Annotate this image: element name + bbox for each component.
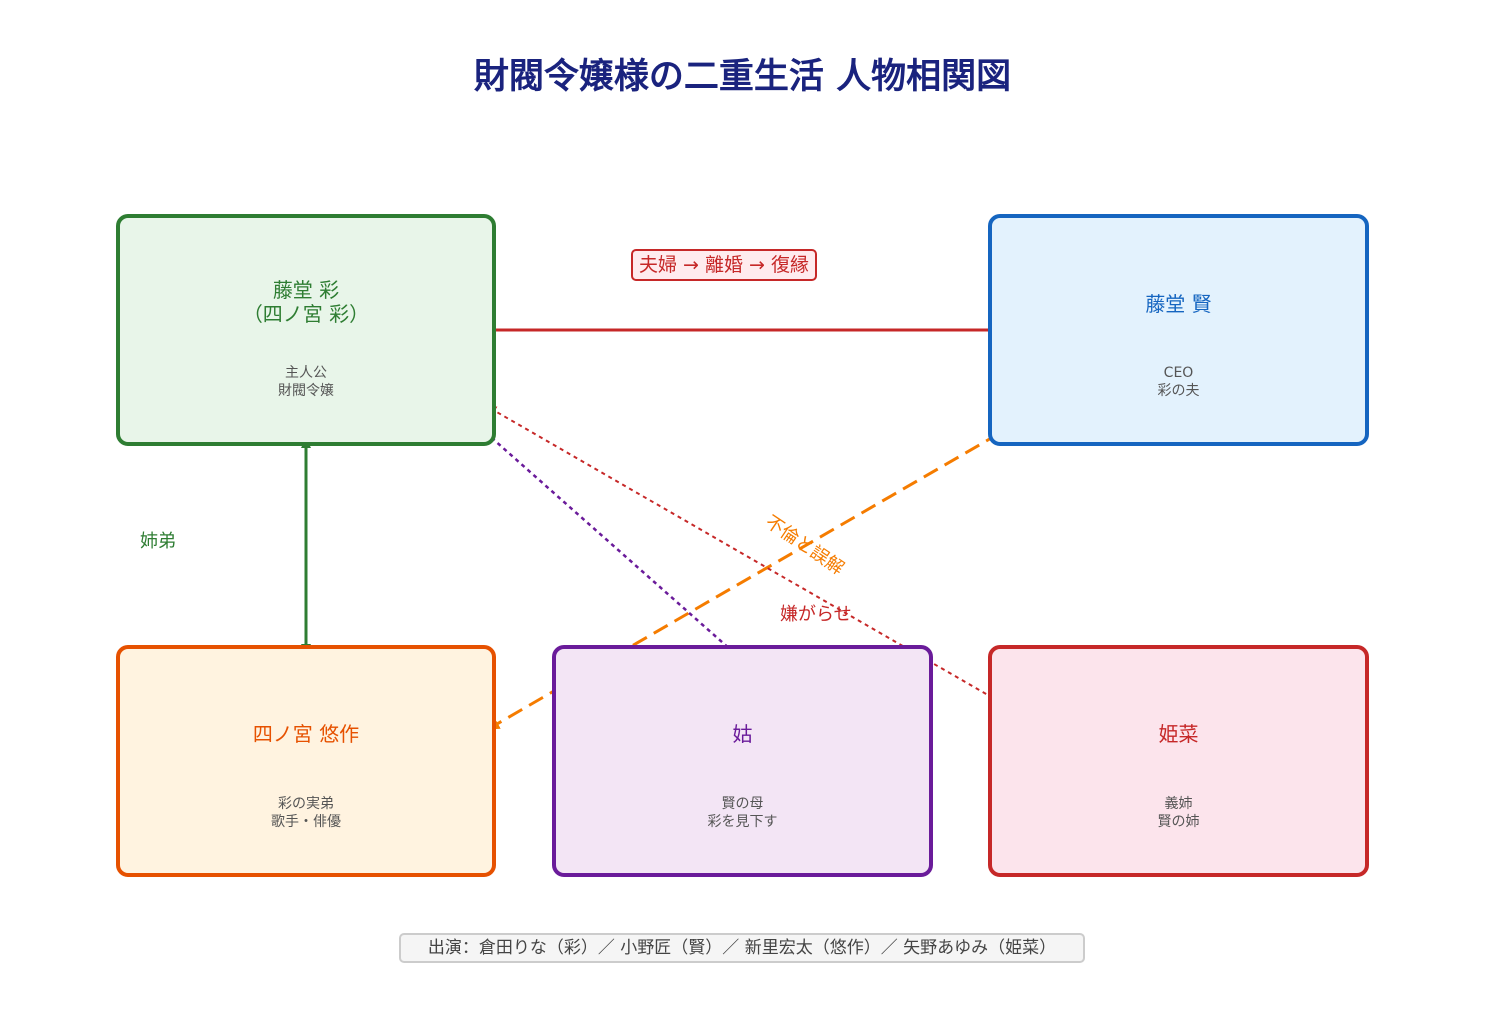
node-mother-in-law-name: 姑 [732, 722, 753, 746]
diagram-title: 財閥令嬢様の二重生活 人物相関図 [473, 57, 1012, 97]
node-aya-name: 藤堂 彩 （四ノ宮 彩） [242, 278, 370, 326]
node-mother-in-law-desc: 賢の母 彩を見下す [707, 796, 778, 830]
edge-mother-in-law [456, 406, 741, 659]
node-yusaku-desc: 彩の実弟 歌手・俳優 [271, 796, 341, 830]
node-ken-name: 藤堂 賢 [1145, 292, 1212, 316]
node-yusaku-name: 四ノ宮 悠作 [252, 722, 360, 746]
node-hina[interactable]: 姫菜 義姉 賢の姉 [988, 645, 1369, 877]
siblings-relation-label: 姉弟 [140, 531, 176, 552]
node-mother-in-law[interactable]: 姑 賢の母 彩を見下す [552, 645, 933, 877]
node-hina-name: 姫菜 [1158, 722, 1199, 746]
node-hina-desc: 義姉 賢の姉 [1157, 796, 1200, 830]
cast-credits: 出演：倉田りな（彩）／ 小野匠（賢）／ 新里宏太（悠作）／ 矢野あゆみ（姫菜） [399, 933, 1085, 963]
node-yusaku[interactable]: 四ノ宮 悠作 彩の実弟 歌手・俳優 [116, 645, 496, 877]
node-ken[interactable]: 藤堂 賢 CEO 彩の夫 [988, 214, 1369, 446]
couple-relation-label: 夫婦 → 離婚 → 復縁 [631, 249, 817, 281]
node-aya[interactable]: 藤堂 彩 （四ノ宮 彩） 主人公 財閥令嬢 [116, 214, 496, 446]
harassment-relation-label: 嫌がらせ [780, 604, 852, 625]
node-aya-desc: 主人公 財閥令嬢 [278, 365, 334, 399]
node-ken-desc: CEO 彩の夫 [1157, 365, 1200, 399]
